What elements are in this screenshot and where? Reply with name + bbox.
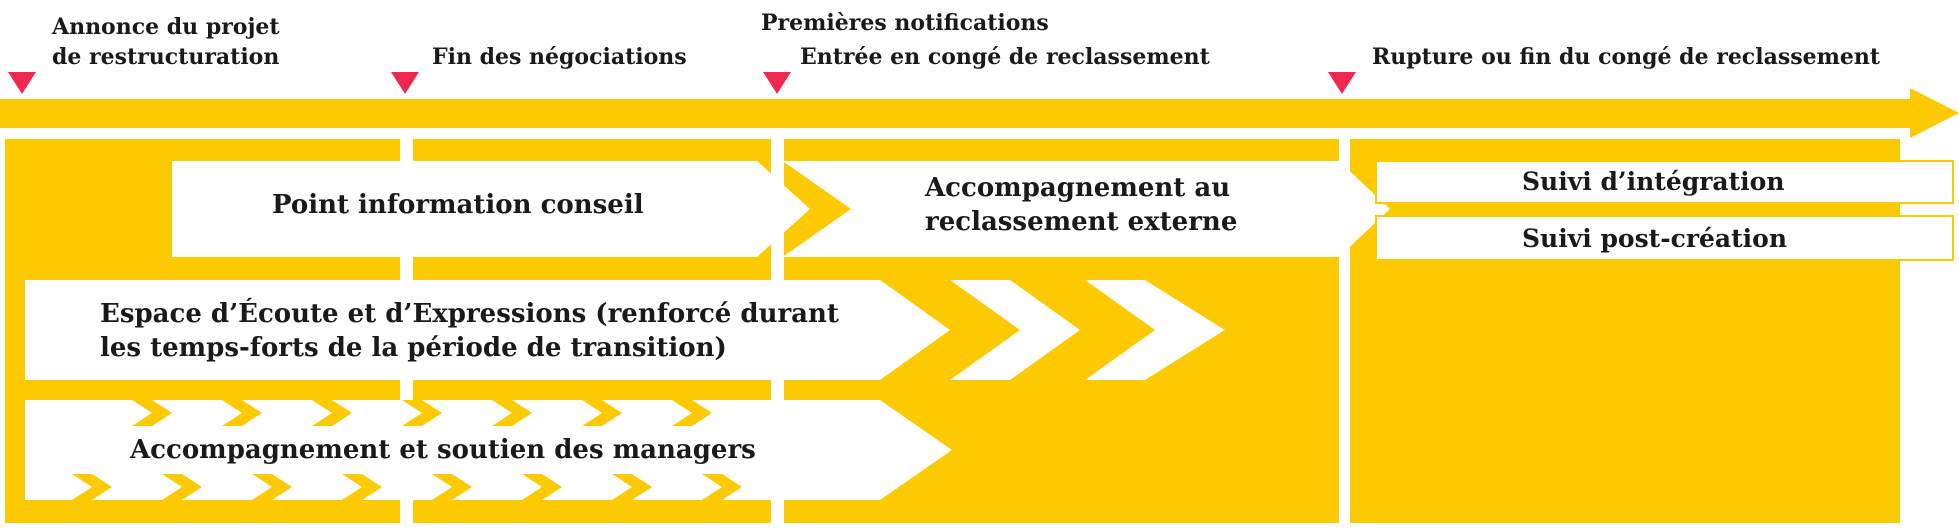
milestone-label-1-line1: Annonce du projet [51, 14, 280, 40]
milestone-label-4: Rupture ou fin du congé de reclassement [1372, 44, 1881, 70]
espace-ecoute-chevron-2 [1085, 280, 1225, 380]
espace-ecoute-label-line2: les temps-forts de la période de transit… [100, 333, 727, 363]
point-information-conseil-label: Point information conseil [272, 190, 644, 220]
milestone-label-3-line2: Entrée en congé de reclassement [800, 44, 1211, 70]
managers-chevron-pattern [72, 400, 742, 500]
milestone-marker-4 [1328, 72, 1356, 94]
suivi-integration-label: Suivi d’intégration [1522, 167, 1785, 196]
milestone-label-3-line1: Premières notifications [761, 10, 1049, 36]
milestone-label-2: Fin des négociations [432, 44, 687, 70]
milestone-marker-2 [391, 72, 419, 94]
timeline-arrow [0, 88, 1959, 138]
milestone-marker-1 [8, 72, 36, 94]
managers-soutien-label: Accompagnement et soutien des managers [129, 435, 756, 465]
espace-ecoute-chevron-1 [950, 280, 1080, 380]
milestone-label-1-line2: de restructuration [52, 44, 279, 70]
accompagnement-reclassement-label-line1: Accompagnement au [924, 173, 1230, 203]
suivi-post-creation-label: Suivi post-création [1522, 224, 1787, 253]
milestone-marker-3 [763, 72, 791, 94]
phase-point-information-conseil [172, 161, 810, 257]
phase-espace-ecoute [25, 280, 950, 380]
phase-accompagnement-reclassement [784, 161, 1390, 257]
espace-ecoute-label-line1: Espace d’Écoute et d’Expressions (renfor… [100, 297, 839, 329]
phase-suivi-post-creation [1375, 215, 1954, 261]
accompagnement-reclassement-label-line2: reclassement externe [925, 207, 1237, 237]
phase-suivi-integration [1375, 160, 1954, 204]
